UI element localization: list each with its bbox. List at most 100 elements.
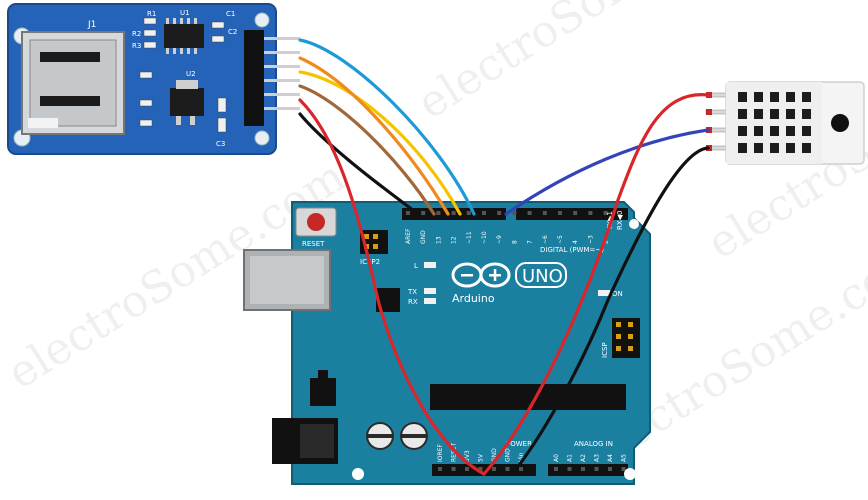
pin-label: ~9 bbox=[496, 235, 503, 244]
header-pin-socket bbox=[573, 211, 578, 215]
tx-led-label: TX bbox=[407, 288, 417, 296]
pin-label: 8 bbox=[511, 240, 518, 244]
label-u2: U2 bbox=[186, 70, 196, 78]
dht22-grille-slot bbox=[786, 143, 795, 153]
dht22-grille-slot bbox=[754, 109, 763, 119]
header-pin-socket bbox=[621, 467, 626, 471]
wire-sd-mosi-yellow bbox=[298, 70, 462, 216]
pin-label: GND bbox=[420, 230, 427, 244]
pin-label: ~3 bbox=[587, 235, 594, 244]
header-pin-socket bbox=[406, 211, 410, 215]
dht22-grille-slot bbox=[770, 109, 779, 119]
atmega328-chip bbox=[430, 384, 626, 410]
wire-dht-vcc-red bbox=[482, 93, 710, 476]
label-u1: U1 bbox=[180, 9, 190, 17]
header-pin-socket bbox=[451, 211, 456, 215]
header-pin-socket bbox=[519, 467, 523, 471]
wire-sd-sck-orange bbox=[298, 56, 450, 216]
label-r1: R1 bbox=[147, 10, 156, 18]
header-pin-socket bbox=[567, 467, 572, 471]
pin-label: ~11 bbox=[466, 231, 473, 244]
header-pin-socket bbox=[527, 211, 532, 215]
capacitors bbox=[366, 422, 428, 450]
dht22-grille-slot bbox=[802, 126, 811, 136]
ic-u1 bbox=[164, 24, 204, 48]
dht22-grille-slot bbox=[770, 143, 779, 153]
pin-label: AREF bbox=[405, 228, 412, 244]
pin-label: 4 bbox=[572, 240, 579, 244]
power-label: POWER bbox=[506, 440, 532, 448]
pin-label: A1 bbox=[567, 454, 574, 462]
sd-header-pins bbox=[264, 37, 300, 110]
label-c2: C2 bbox=[228, 28, 237, 36]
dht22-grille-slot bbox=[770, 92, 779, 102]
wire-sd-gnd-black bbox=[298, 112, 420, 216]
dht22-grille-slot bbox=[802, 143, 811, 153]
dht22-grille-slot bbox=[738, 143, 747, 153]
dht22-grille-slot bbox=[738, 109, 747, 119]
uno-badge bbox=[515, 262, 567, 288]
dht22-mount-hole bbox=[831, 114, 849, 132]
pin-label: 7 bbox=[527, 240, 534, 244]
header-pin-socket bbox=[581, 467, 585, 471]
pin-label: A0 bbox=[553, 454, 560, 462]
pin-label: Vin bbox=[518, 452, 525, 462]
pin-label: GND bbox=[505, 448, 512, 462]
pin-label: A3 bbox=[594, 454, 601, 462]
label-c3: C3 bbox=[216, 140, 225, 148]
brand-label: Arduino bbox=[452, 292, 495, 305]
wire-sd-miso-brown bbox=[298, 84, 436, 216]
pin-label: 2 bbox=[603, 240, 610, 244]
pin-label: IOREF bbox=[437, 444, 444, 462]
on-led-label: ON bbox=[612, 290, 623, 298]
wire-sd-vcc-red bbox=[298, 98, 486, 476]
label-r3: R3 bbox=[132, 42, 141, 50]
dht22-grille-slot bbox=[754, 143, 763, 153]
model-label: UNO bbox=[522, 266, 563, 287]
header-pin-socket bbox=[451, 467, 456, 471]
header-pin-socket bbox=[542, 211, 547, 215]
pin-label: 3V3 bbox=[464, 450, 471, 462]
header-pin-socket bbox=[497, 211, 502, 215]
voltage-regulator bbox=[310, 378, 336, 406]
pin-label: ~6 bbox=[542, 235, 549, 244]
header-pin-socket bbox=[478, 467, 483, 471]
pin-label: ~5 bbox=[557, 235, 564, 244]
reset-label: RESET bbox=[302, 240, 325, 248]
dht22-grille-slot bbox=[786, 92, 795, 102]
header-pin-socket bbox=[512, 211, 517, 215]
arduino-logo: UNO Arduino bbox=[451, 262, 567, 305]
arduino-board bbox=[291, 201, 651, 485]
digital-label: DIGITAL (PWM=~) bbox=[540, 246, 604, 254]
header-pin-socket bbox=[421, 211, 426, 215]
header-pin-socket bbox=[608, 467, 612, 471]
regulator-u2 bbox=[170, 88, 204, 116]
l-led-label: L bbox=[414, 262, 418, 270]
pin-label: GND bbox=[491, 448, 498, 462]
dht22-grille-slot bbox=[754, 126, 763, 136]
wire-dht-gnd-black bbox=[510, 146, 710, 476]
header-pin-socket bbox=[438, 467, 442, 471]
header-pin-socket bbox=[436, 211, 441, 215]
dht22-grille-slot bbox=[802, 109, 811, 119]
header-pin-socket bbox=[466, 211, 471, 215]
header-pin-socket bbox=[465, 467, 469, 471]
sd-header bbox=[244, 30, 264, 126]
dht22-grille-slot bbox=[770, 126, 779, 136]
rx-pin-label: RX◀0 bbox=[616, 211, 624, 231]
dht22-grille-slot bbox=[754, 92, 763, 102]
header-pin-socket bbox=[482, 211, 486, 215]
pin-label: 13 bbox=[435, 236, 442, 244]
pin-label: ~10 bbox=[481, 231, 488, 244]
wire-sd-cs-cyan bbox=[298, 38, 476, 216]
pin-label: A4 bbox=[607, 454, 614, 462]
power-header bbox=[432, 464, 536, 476]
pin-label: A2 bbox=[580, 454, 587, 462]
header-pin-socket bbox=[505, 467, 510, 471]
dht22-grille-slot bbox=[738, 126, 747, 136]
header-pin-socket bbox=[492, 467, 496, 471]
